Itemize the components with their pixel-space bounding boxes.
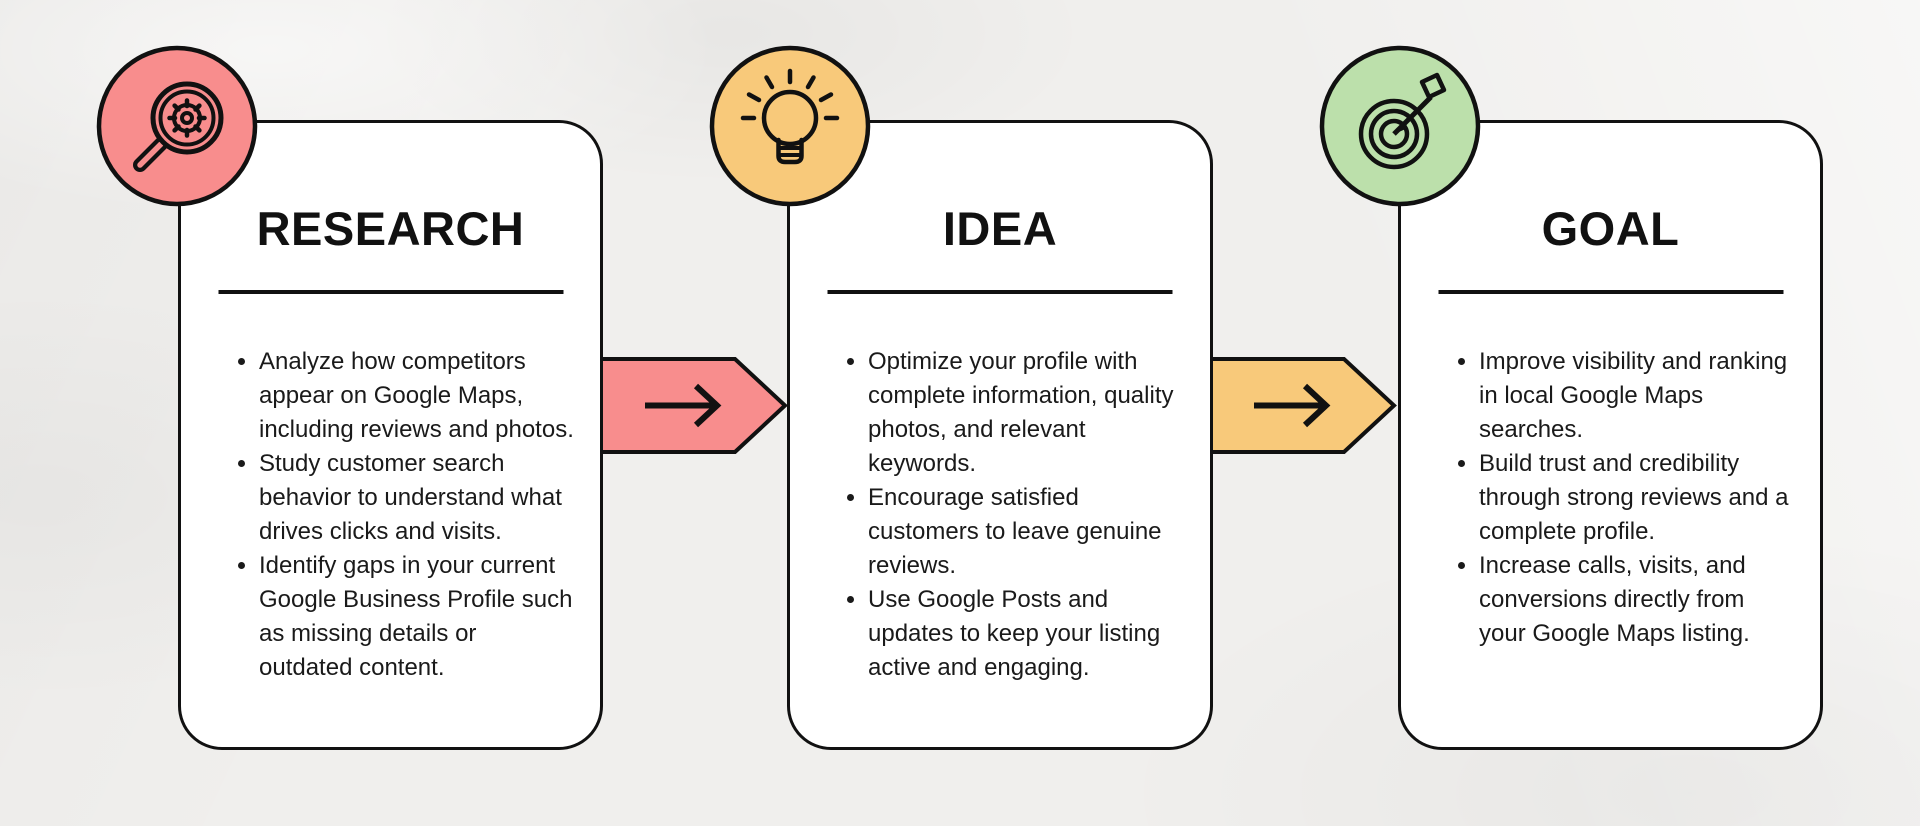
goal-bullet-list: Improve visibility and ranking in local …	[1401, 345, 1820, 651]
research-bullet-list: Analyze how competitors appear on Google…	[181, 345, 600, 685]
card-idea: IDEA Optimize your profile with complete…	[787, 120, 1213, 750]
research-badge	[96, 45, 258, 207]
list-item: Increase calls, visits, and conversions …	[1479, 549, 1796, 651]
title-underline	[218, 290, 563, 294]
right-arrow-glyph	[645, 383, 722, 428]
idea-badge	[709, 45, 871, 207]
idea-bullet-list: Optimize your profile with complete info…	[790, 345, 1210, 685]
list-item: Analyze how competitors appear on Google…	[259, 345, 576, 447]
title-underline	[1438, 290, 1783, 294]
arrow-research-to-idea-icon	[599, 357, 788, 454]
list-item: Improve visibility and ranking in local …	[1479, 345, 1796, 447]
card-goal: GOAL Improve visibility and ranking in l…	[1398, 120, 1823, 750]
arrow-idea-to-goal-icon	[1208, 357, 1397, 454]
title-underline	[827, 290, 1173, 294]
research-title: RESEARCH	[256, 202, 525, 255]
target-arrow-icon	[1358, 72, 1447, 170]
list-item: Use Google Posts and updates to keep you…	[868, 583, 1186, 685]
list-item: Encourage satisfied customers to leave g…	[868, 481, 1186, 583]
list-item: Build trust and credibility through stro…	[1479, 447, 1796, 549]
goal-title: GOAL	[1541, 202, 1680, 255]
magnifier-gear-icon	[133, 81, 224, 172]
idea-title: IDEA	[942, 202, 1058, 255]
badge-circle	[709, 45, 871, 207]
list-item: Study customer search behavior to unders…	[259, 447, 576, 549]
list-item: Optimize your profile with complete info…	[868, 345, 1186, 481]
right-arrow-glyph	[1254, 383, 1331, 428]
goal-badge	[1319, 45, 1481, 207]
lightbulb-icon	[740, 68, 840, 165]
card-research: RESEARCH Analyze how competitors appear …	[178, 120, 603, 750]
list-item: Identify gaps in your current Google Bus…	[259, 549, 576, 685]
